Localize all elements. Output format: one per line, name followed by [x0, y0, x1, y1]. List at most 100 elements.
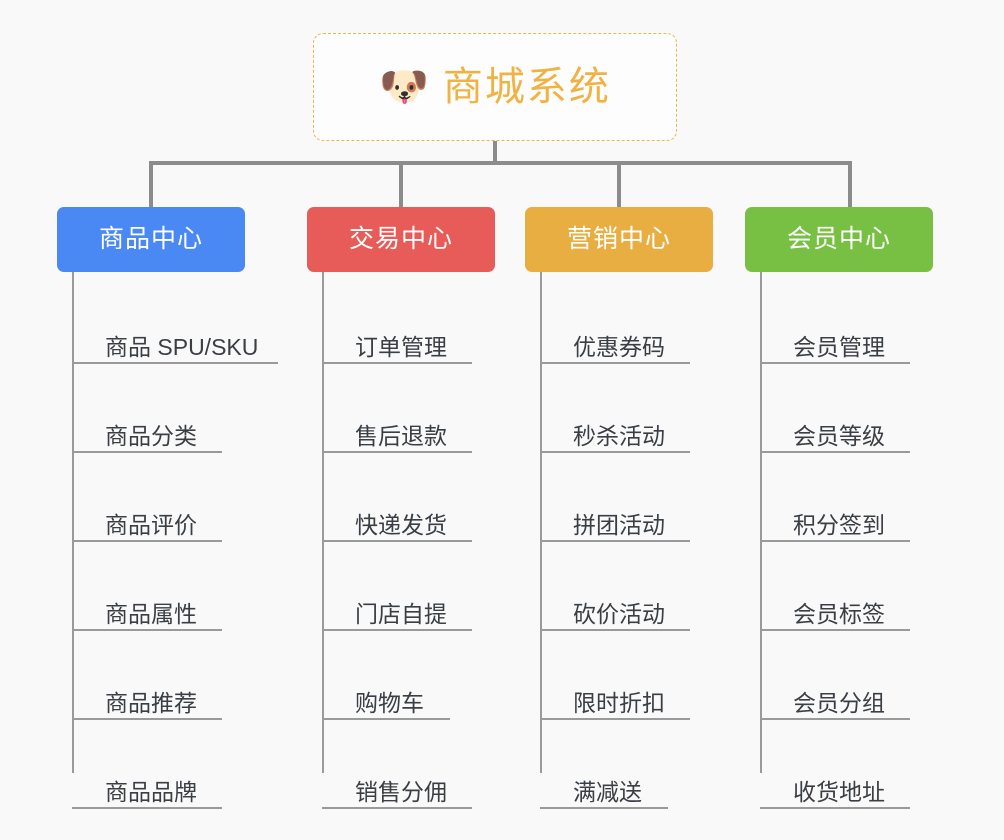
leaf-item[interactable]: 会员分组 — [760, 631, 933, 720]
shiba-dog-face-icon: 🐶 — [379, 64, 429, 110]
leaf-rule — [540, 362, 690, 364]
leaf-rule — [540, 629, 690, 631]
leaf-rule — [760, 718, 910, 720]
leaf-list-2: 订单管理 售后退款 快递发货 门店自提 购物车 销售分佣 — [322, 272, 495, 809]
leaf-rule — [540, 451, 690, 453]
leaf-rule — [72, 807, 222, 809]
leaf-label: 售后退款 — [355, 423, 447, 449]
leaf-item[interactable]: 会员标签 — [760, 542, 933, 631]
leaf-item[interactable]: 会员管理 — [760, 275, 933, 364]
branch-label-4: 会员中心 — [786, 225, 891, 253]
leaf-rule — [760, 451, 910, 453]
root-title: 商城系统 — [442, 65, 611, 109]
leaf-label: 会员管理 — [793, 334, 885, 360]
leaf-item[interactable]: 商品属性 — [72, 542, 245, 631]
leaf-label: 快递发货 — [355, 512, 447, 538]
leaf-item[interactable]: 满减送 — [540, 720, 713, 809]
connector-drop-1 — [149, 161, 153, 207]
connector-horizontal-bus — [149, 161, 852, 165]
leaf-rule — [322, 807, 472, 809]
leaf-item[interactable]: 拼团活动 — [540, 453, 713, 542]
leaf-rule — [72, 718, 222, 720]
leaf-rule — [322, 629, 472, 631]
leaf-spine-4 — [760, 272, 762, 773]
leaf-rule — [540, 718, 690, 720]
leaf-rule — [72, 540, 222, 542]
leaf-rule — [760, 540, 910, 542]
leaf-label: 拼团活动 — [573, 512, 665, 538]
root-node[interactable]: 🐶 商城系统 — [313, 33, 677, 141]
leaf-label: 会员分组 — [793, 690, 885, 716]
leaf-label: 商品评价 — [105, 512, 197, 538]
leaf-item[interactable]: 秒杀活动 — [540, 364, 713, 453]
connector-drop-2 — [399, 161, 403, 207]
leaf-spine-1 — [72, 272, 74, 773]
leaf-rule — [760, 362, 910, 364]
leaf-item[interactable]: 商品分类 — [72, 364, 245, 453]
branch-label-2: 交易中心 — [348, 225, 453, 253]
leaf-rule — [760, 629, 910, 631]
branch-label-1: 商品中心 — [98, 225, 203, 253]
leaf-item[interactable]: 收货地址 — [760, 720, 933, 809]
leaf-label: 订单管理 — [355, 334, 447, 360]
leaf-spine-2 — [322, 272, 324, 773]
leaf-list-3: 优惠券码 秒杀活动 拼团活动 砍价活动 限时折扣 满减送 — [540, 272, 713, 809]
leaf-item[interactable]: 会员等级 — [760, 364, 933, 453]
leaf-item[interactable]: 门店自提 — [322, 542, 495, 631]
leaf-label: 积分签到 — [793, 512, 885, 538]
branch-header-1[interactable]: 商品中心 — [57, 207, 245, 272]
leaf-rule — [322, 362, 472, 364]
leaf-rule — [72, 451, 222, 453]
leaf-label: 销售分佣 — [355, 779, 447, 805]
leaf-rule — [540, 540, 690, 542]
leaf-label: 商品分类 — [105, 423, 197, 449]
leaf-item[interactable]: 商品推荐 — [72, 631, 245, 720]
leaf-item[interactable]: 购物车 — [322, 631, 495, 720]
leaf-item[interactable]: 优惠券码 — [540, 275, 713, 364]
leaf-list-4: 会员管理 会员等级 积分签到 会员标签 会员分组 收货地址 — [760, 272, 933, 809]
connector-drop-3 — [617, 161, 621, 207]
leaf-label: 商品推荐 — [105, 690, 197, 716]
leaf-label: 秒杀活动 — [573, 423, 665, 449]
leaf-label: 商品品牌 — [105, 779, 197, 805]
leaf-label: 优惠券码 — [573, 334, 665, 360]
connector-root-stem — [493, 141, 497, 164]
leaf-label: 商品 SPU/SKU — [105, 334, 259, 360]
leaf-rule — [72, 362, 278, 364]
leaf-item[interactable]: 售后退款 — [322, 364, 495, 453]
leaf-item[interactable]: 订单管理 — [322, 275, 495, 364]
branch-column-2: 交易中心 订单管理 售后退款 快递发货 门店自提 购物车 — [307, 207, 495, 809]
leaf-rule — [760, 807, 910, 809]
branch-label-3: 营销中心 — [566, 225, 671, 253]
leaf-list-1: 商品 SPU/SKU 商品分类 商品评价 商品属性 商品推荐 商品品牌 — [72, 272, 278, 809]
leaf-label: 收货地址 — [793, 779, 885, 805]
branch-column-3: 营销中心 优惠券码 秒杀活动 拼团活动 砍价活动 限时折扣 — [525, 207, 713, 809]
leaf-item[interactable]: 商品品牌 — [72, 720, 245, 809]
leaf-label: 购物车 — [355, 690, 424, 716]
leaf-item[interactable]: 砍价活动 — [540, 542, 713, 631]
leaf-item[interactable]: 快递发货 — [322, 453, 495, 542]
leaf-rule — [540, 807, 668, 809]
leaf-rule — [322, 451, 472, 453]
leaf-label: 会员等级 — [793, 423, 885, 449]
leaf-spine-3 — [540, 272, 542, 773]
leaf-item[interactable]: 销售分佣 — [322, 720, 495, 809]
leaf-label: 商品属性 — [105, 601, 197, 627]
branch-header-4[interactable]: 会员中心 — [745, 207, 933, 272]
leaf-label: 限时折扣 — [573, 690, 665, 716]
leaf-label: 满减送 — [573, 779, 642, 805]
branch-column-1: 商品中心 商品 SPU/SKU 商品分类 商品评价 商品属性 商品推荐 — [57, 207, 278, 809]
leaf-item[interactable]: 限时折扣 — [540, 631, 713, 720]
leaf-label: 会员标签 — [793, 601, 885, 627]
branch-column-4: 会员中心 会员管理 会员等级 积分签到 会员标签 会员分组 — [745, 207, 933, 809]
leaf-item[interactable]: 商品 SPU/SKU — [72, 275, 278, 364]
connector-drop-4 — [848, 161, 852, 207]
leaf-rule — [72, 629, 222, 631]
leaf-item[interactable]: 积分签到 — [760, 453, 933, 542]
leaf-label: 砍价活动 — [573, 601, 665, 627]
leaf-item[interactable]: 商品评价 — [72, 453, 245, 542]
branch-header-2[interactable]: 交易中心 — [307, 207, 495, 272]
branch-header-3[interactable]: 营销中心 — [525, 207, 713, 272]
leaf-label: 门店自提 — [355, 601, 447, 627]
